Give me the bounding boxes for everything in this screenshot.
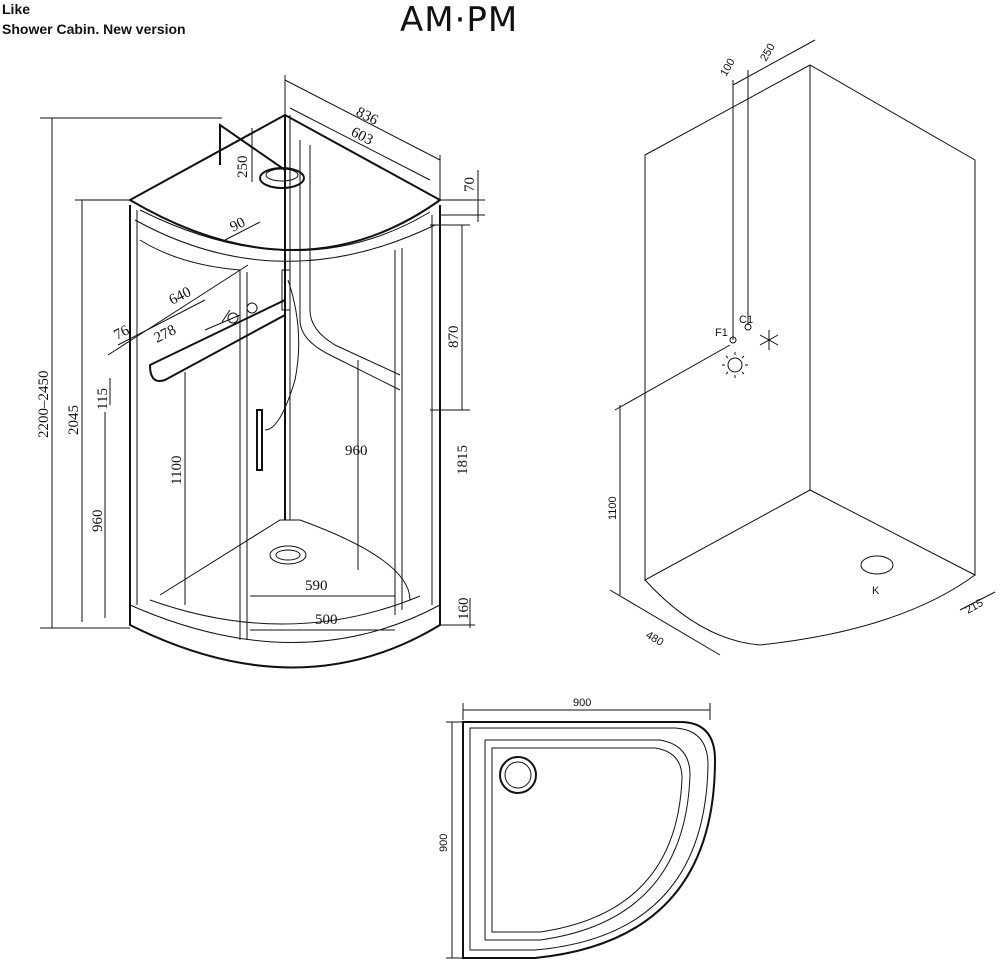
front-view: 836 603 250 70 90 640 76 278 870 115 220… (36, 75, 485, 669)
dim-250-iso: 250 (758, 42, 778, 64)
dim-1100-front: 1100 (169, 456, 185, 485)
drain (269, 545, 307, 565)
snowflake-icon (759, 330, 779, 350)
iso-drain (860, 555, 894, 575)
tray-drain (499, 756, 537, 794)
iso-tray-curve (644, 574, 976, 646)
label-k: K (872, 585, 880, 597)
dim-76: 76 (112, 322, 133, 343)
tray-top-view: 900 900 (438, 697, 717, 959)
dim-115: 115 (95, 388, 111, 410)
dim-1815: 1815 (455, 445, 471, 475)
brand-logo: AM·PM (400, 0, 519, 40)
dim-590: 590 (305, 578, 328, 594)
sun-icon (722, 352, 748, 378)
dim-90: 90 (228, 214, 249, 235)
shower-pipe (219, 123, 286, 171)
dim-2045: 2045 (66, 405, 82, 435)
iso-view: 100 250 F1 C1 K 1100 480 215 (607, 39, 996, 656)
dim-250-front: 250 (235, 156, 251, 179)
dim-215: 215 (964, 597, 986, 617)
dim-70: 70 (462, 177, 478, 192)
label-c1: C1 (739, 314, 753, 326)
dim-160: 160 (456, 598, 472, 621)
dim-2200-2450: 2200–2450 (36, 371, 52, 439)
tray-floor (159, 519, 411, 601)
dim-603: 603 (348, 124, 375, 148)
dim-1100-iso: 1100 (607, 496, 619, 520)
label-f1: F1 (715, 327, 728, 339)
shelf (148, 298, 286, 382)
dim-100: 100 (718, 57, 738, 79)
base-tray (129, 595, 441, 669)
dim-640: 640 (167, 284, 194, 308)
header-title: Like (2, 1, 31, 17)
dim-900-depth: 900 (438, 834, 450, 852)
header-subtitle: Shower Cabin. New version (2, 21, 186, 37)
dim-900-width: 900 (573, 697, 591, 709)
dim-480: 480 (644, 629, 666, 649)
dim-960-mid: 960 (345, 443, 368, 459)
door-handle (256, 409, 263, 471)
hand-shower-hose (264, 279, 300, 431)
dim-870: 870 (446, 326, 462, 349)
roof (127, 113, 442, 251)
tray-outline (462, 721, 717, 959)
shower-head (259, 167, 305, 189)
dim-500: 500 (315, 612, 338, 628)
dim-960-left: 960 (90, 510, 106, 533)
